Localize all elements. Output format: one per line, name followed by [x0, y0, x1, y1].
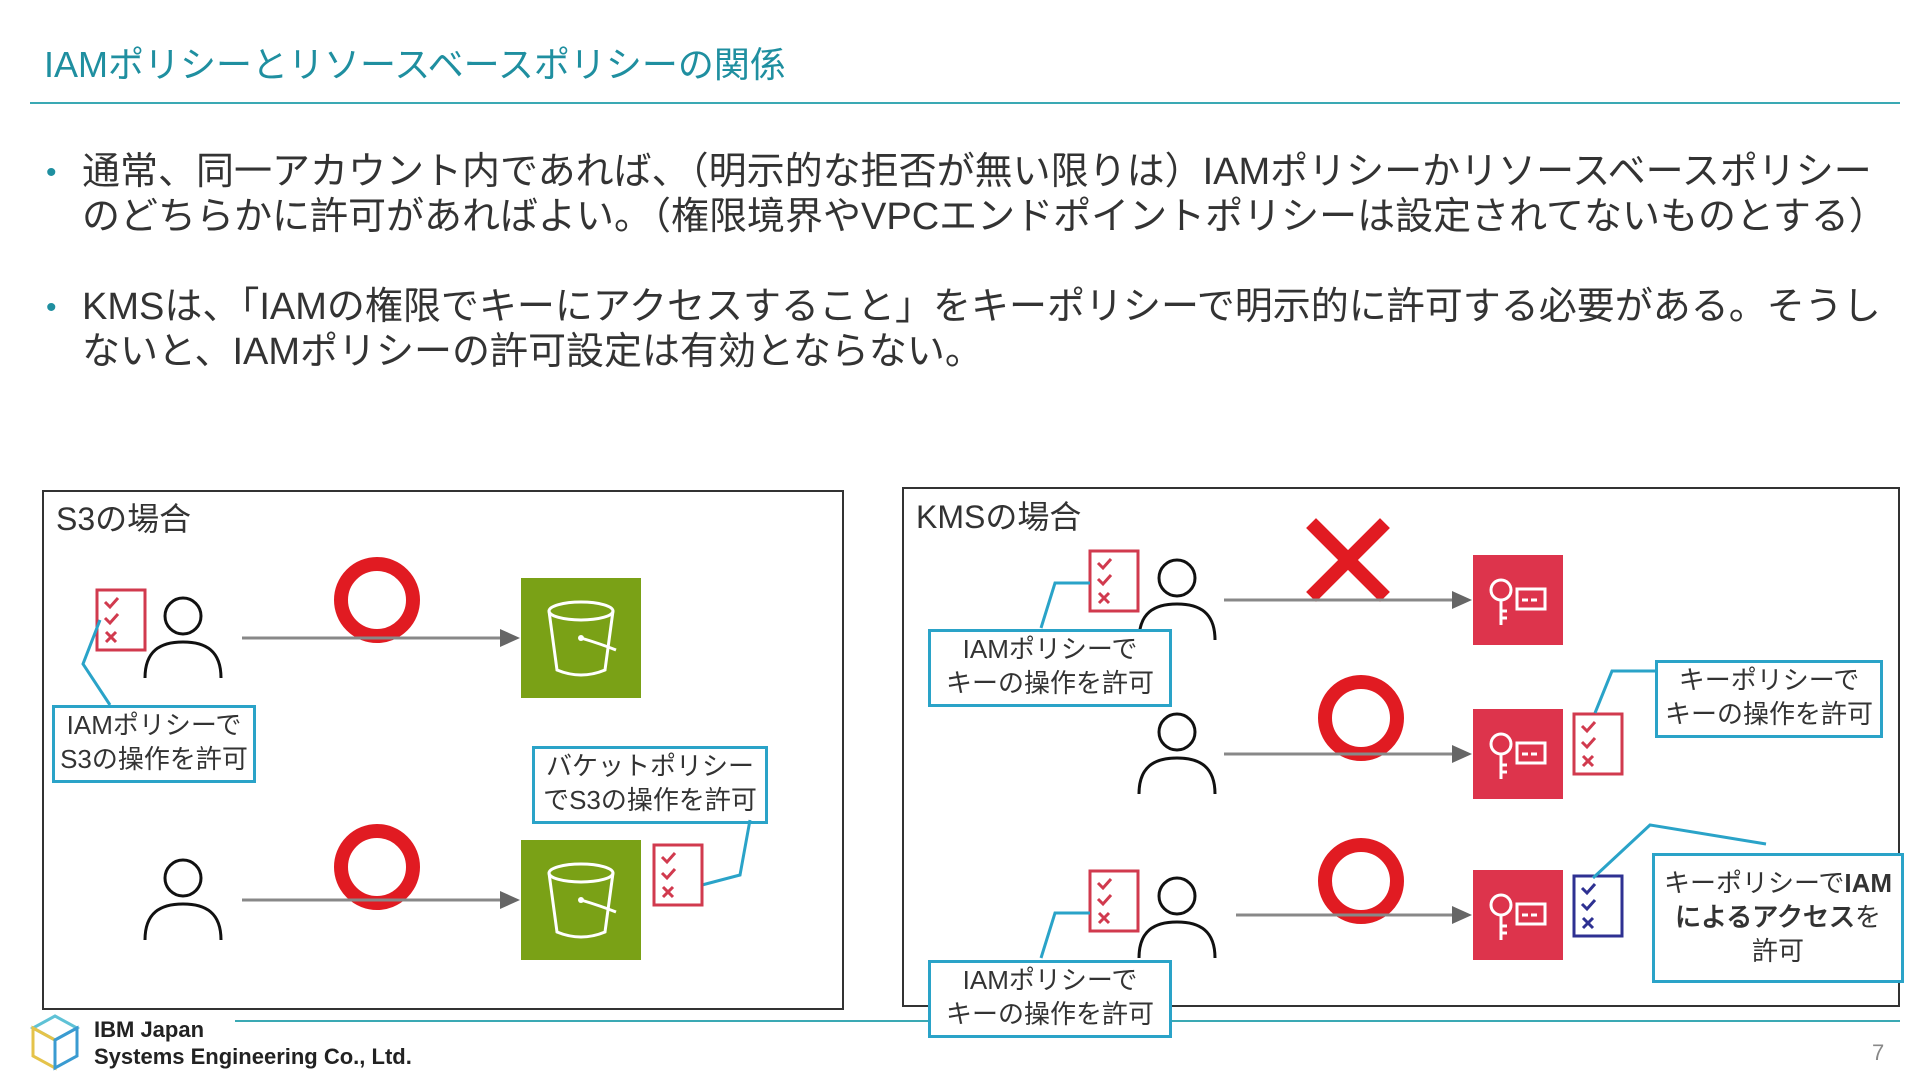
callout-line: キーの操作を許可	[1664, 699, 1873, 729]
policy-document-icon	[1572, 712, 1624, 776]
ibm-cube-logo-icon	[29, 1014, 81, 1071]
kms-panel-title: KMSの場合	[916, 499, 1082, 535]
iam-policy-callout: IAMポリシーで S3の操作を許可	[52, 705, 256, 783]
bucket-policy-callout: バケットポリシー でS3の操作を許可	[532, 746, 768, 824]
company-line: Systems Engineering Co., Ltd.	[94, 1044, 412, 1069]
kms-key-icon	[1473, 555, 1563, 645]
callout-line: IAMポリシーで	[962, 634, 1138, 664]
callout-leader-line	[1591, 823, 1767, 880]
bullet-text: 通常、同一アカウント内であれば、（明示的な拒否が無い限りは）IAMポリシーかリソ…	[82, 151, 1887, 238]
user-icon	[1137, 876, 1217, 959]
company-line: IBM Japan	[94, 1017, 205, 1042]
callout-text: キーポリシーで	[1663, 868, 1845, 898]
s3-panel-title: S3の場合	[56, 501, 192, 537]
slide-title: IAMポリシーとリソースベースポリシーの関係	[44, 44, 786, 85]
callout-line: キーポリシーでIAM	[1655, 866, 1901, 900]
title-divider	[30, 102, 1900, 104]
callout-line: キーの操作を許可	[945, 999, 1154, 1029]
arrow	[1236, 906, 1472, 924]
arrow	[242, 891, 520, 909]
arrow	[1224, 745, 1472, 763]
iam-policy-callout: IAMポリシーで キーの操作を許可	[928, 629, 1172, 707]
s3-bucket-icon	[521, 578, 641, 698]
s3-bucket-icon	[521, 840, 641, 960]
deny-x-icon	[1306, 518, 1390, 602]
user-icon	[1137, 712, 1217, 795]
callout-leader-line	[81, 619, 112, 706]
callout-line: でS3の操作を許可	[543, 785, 757, 815]
arrow	[242, 629, 520, 647]
callout-bold-text: によるアクセス	[1675, 902, 1855, 932]
page-number: 7	[1872, 1040, 1885, 1065]
policy-document-icon	[1088, 549, 1140, 613]
callout-leader-line	[1039, 581, 1090, 629]
policy-document-icon	[1088, 869, 1140, 933]
bullet-list: • 通常、同一アカウント内であれば、（明示的な拒否が無い限りは）IAMポリシーか…	[42, 150, 1892, 420]
key-policy-callout: キーポリシーで キーの操作を許可	[1655, 660, 1883, 738]
callout-line: 許可	[1751, 936, 1804, 966]
policy-document-icon	[95, 588, 147, 652]
kms-key-icon	[1473, 870, 1563, 960]
bullet-text: KMSは、「IAMの権限でキーにアクセスすること」をキーポリシーで明示的に許可す…	[82, 286, 1881, 373]
bullet-dot-icon: •	[46, 156, 57, 189]
user-icon	[143, 596, 223, 679]
callout-line: キーの操作を許可	[945, 668, 1154, 698]
key-policy-iam-callout: キーポリシーでIAM によるアクセスを 許可	[1652, 853, 1904, 983]
user-icon	[143, 858, 223, 941]
key-policy-document-icon	[1572, 874, 1624, 938]
callout-text: を	[1854, 902, 1881, 932]
kms-panel	[902, 487, 1900, 1007]
callout-leader-line	[1593, 669, 1656, 714]
kms-key-icon	[1473, 709, 1563, 799]
s3-panel	[42, 490, 844, 1010]
bullet-item: • KMSは、「IAMの権限でキーにアクセスすること」をキーポリシーで明示的に許…	[42, 285, 1892, 375]
callout-line: キーポリシーで	[1678, 665, 1860, 695]
bullet-dot-icon: •	[46, 291, 57, 324]
callout-line: S3の操作を許可	[60, 744, 248, 774]
policy-document-icon	[652, 843, 704, 907]
iam-policy-callout: IAMポリシーで キーの操作を許可	[928, 960, 1172, 1038]
company-name: IBM Japan Systems Engineering Co., Ltd.	[94, 1016, 412, 1070]
callout-leader-line	[1039, 911, 1090, 959]
callout-leader-line	[701, 819, 752, 887]
callout-line: IAMポリシーで	[962, 965, 1138, 995]
user-icon	[1137, 558, 1217, 641]
callout-line: バケットポリシー	[545, 751, 754, 781]
callout-bold-text: IAM	[1844, 868, 1893, 898]
bullet-item: • 通常、同一アカウント内であれば、（明示的な拒否が無い限りは）IAMポリシーか…	[42, 150, 1892, 240]
callout-line: によるアクセスを	[1655, 900, 1901, 934]
callout-line: IAMポリシーで	[66, 710, 242, 740]
arrow	[1224, 591, 1472, 609]
